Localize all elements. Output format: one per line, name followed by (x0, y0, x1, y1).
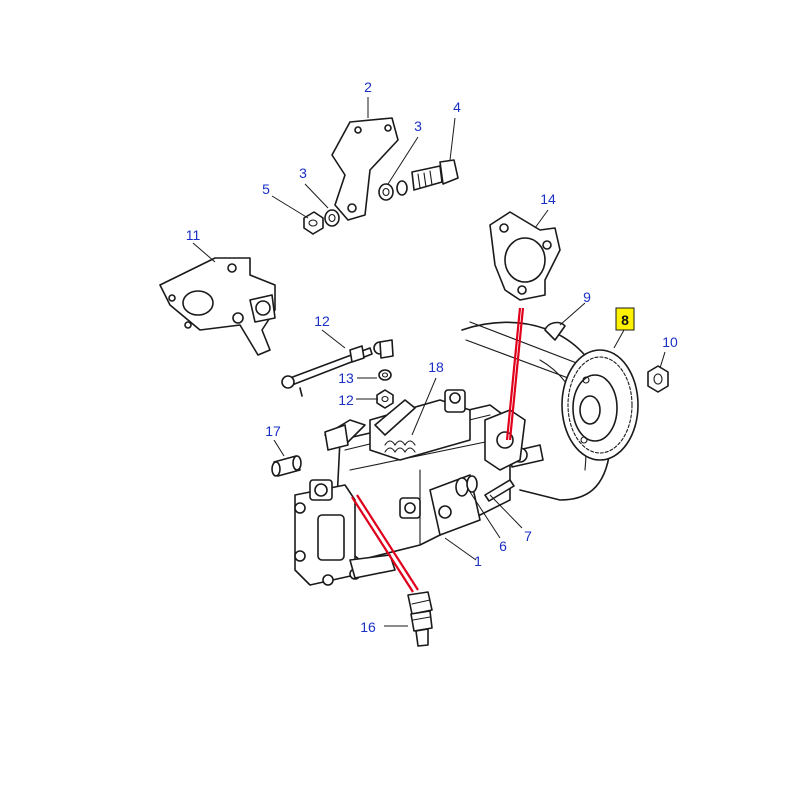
pump-bracket (159, 257, 276, 356)
callout-7: 7 (524, 528, 532, 544)
leader-lines (192, 97, 666, 627)
sleeve (271, 455, 302, 477)
callout-6: 6 (499, 538, 507, 554)
linkage-rod (281, 339, 394, 397)
callout-12: 12 (314, 313, 330, 329)
callout-8: 8 (621, 312, 629, 328)
nuts-13-14 (376, 369, 394, 409)
callout-3b: 3 (414, 118, 422, 134)
support-bracket (331, 117, 399, 221)
fasteners-top (303, 159, 459, 235)
callout-9: 9 (583, 289, 591, 305)
callout-labels: 2 3 4 3 5 14 9 8 10 11 12 13 12 18 17 16… (186, 79, 678, 635)
callout-2: 2 (364, 79, 372, 95)
link-lines (351, 307, 525, 593)
callout-10: 10 (662, 334, 678, 350)
callout-18: 18 (428, 359, 444, 375)
callout-17: 17 (265, 423, 281, 439)
callout-11: 11 (186, 227, 201, 243)
callout-13: 12 (338, 392, 354, 408)
pump-drive-gear (561, 349, 639, 461)
callout-4: 4 (453, 99, 461, 115)
callout-1: 1 (474, 553, 482, 569)
callout-15: 14 (540, 191, 556, 207)
callout-14: 13 (338, 370, 354, 386)
fitting (407, 591, 433, 647)
callout-5: 5 (262, 181, 270, 197)
woodruff-key (544, 321, 566, 341)
gear-nut (647, 365, 669, 393)
callout-8-highlight (615, 307, 635, 331)
injection-pump (294, 389, 544, 586)
callout-3a: 3 (299, 165, 307, 181)
gear-plate (489, 211, 561, 301)
callout-16: 16 (360, 619, 376, 635)
